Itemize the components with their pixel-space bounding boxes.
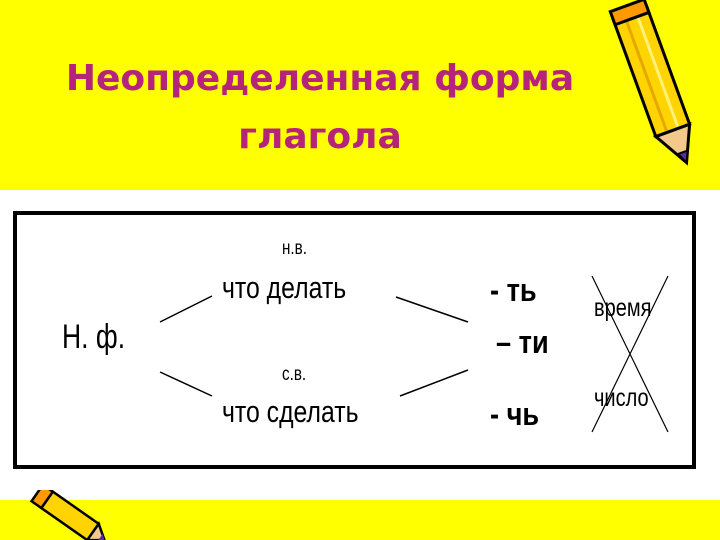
lower-question: что сделать [222,394,359,429]
pencil-icon [608,0,692,166]
crossed-word-time: время [594,294,652,322]
slide-title: Неопределенная форма глагола [0,50,640,166]
upper-suffix: - ть [490,272,537,308]
middle-suffix: – ти [496,324,549,360]
title-line-2: глагола [238,116,402,157]
upper-question: что делать [222,270,347,305]
lower-aspect-label: с.в. [282,364,307,385]
title-line-1: Неопределенная форма [65,58,575,99]
pencil-icon [29,490,107,540]
upper-aspect-label: н.в. [282,238,307,259]
crossed-word-number: число [594,384,649,412]
diagram-frame [13,211,696,469]
root-label: Н. ф. [62,318,126,356]
lower-suffix: - чь [490,396,540,432]
